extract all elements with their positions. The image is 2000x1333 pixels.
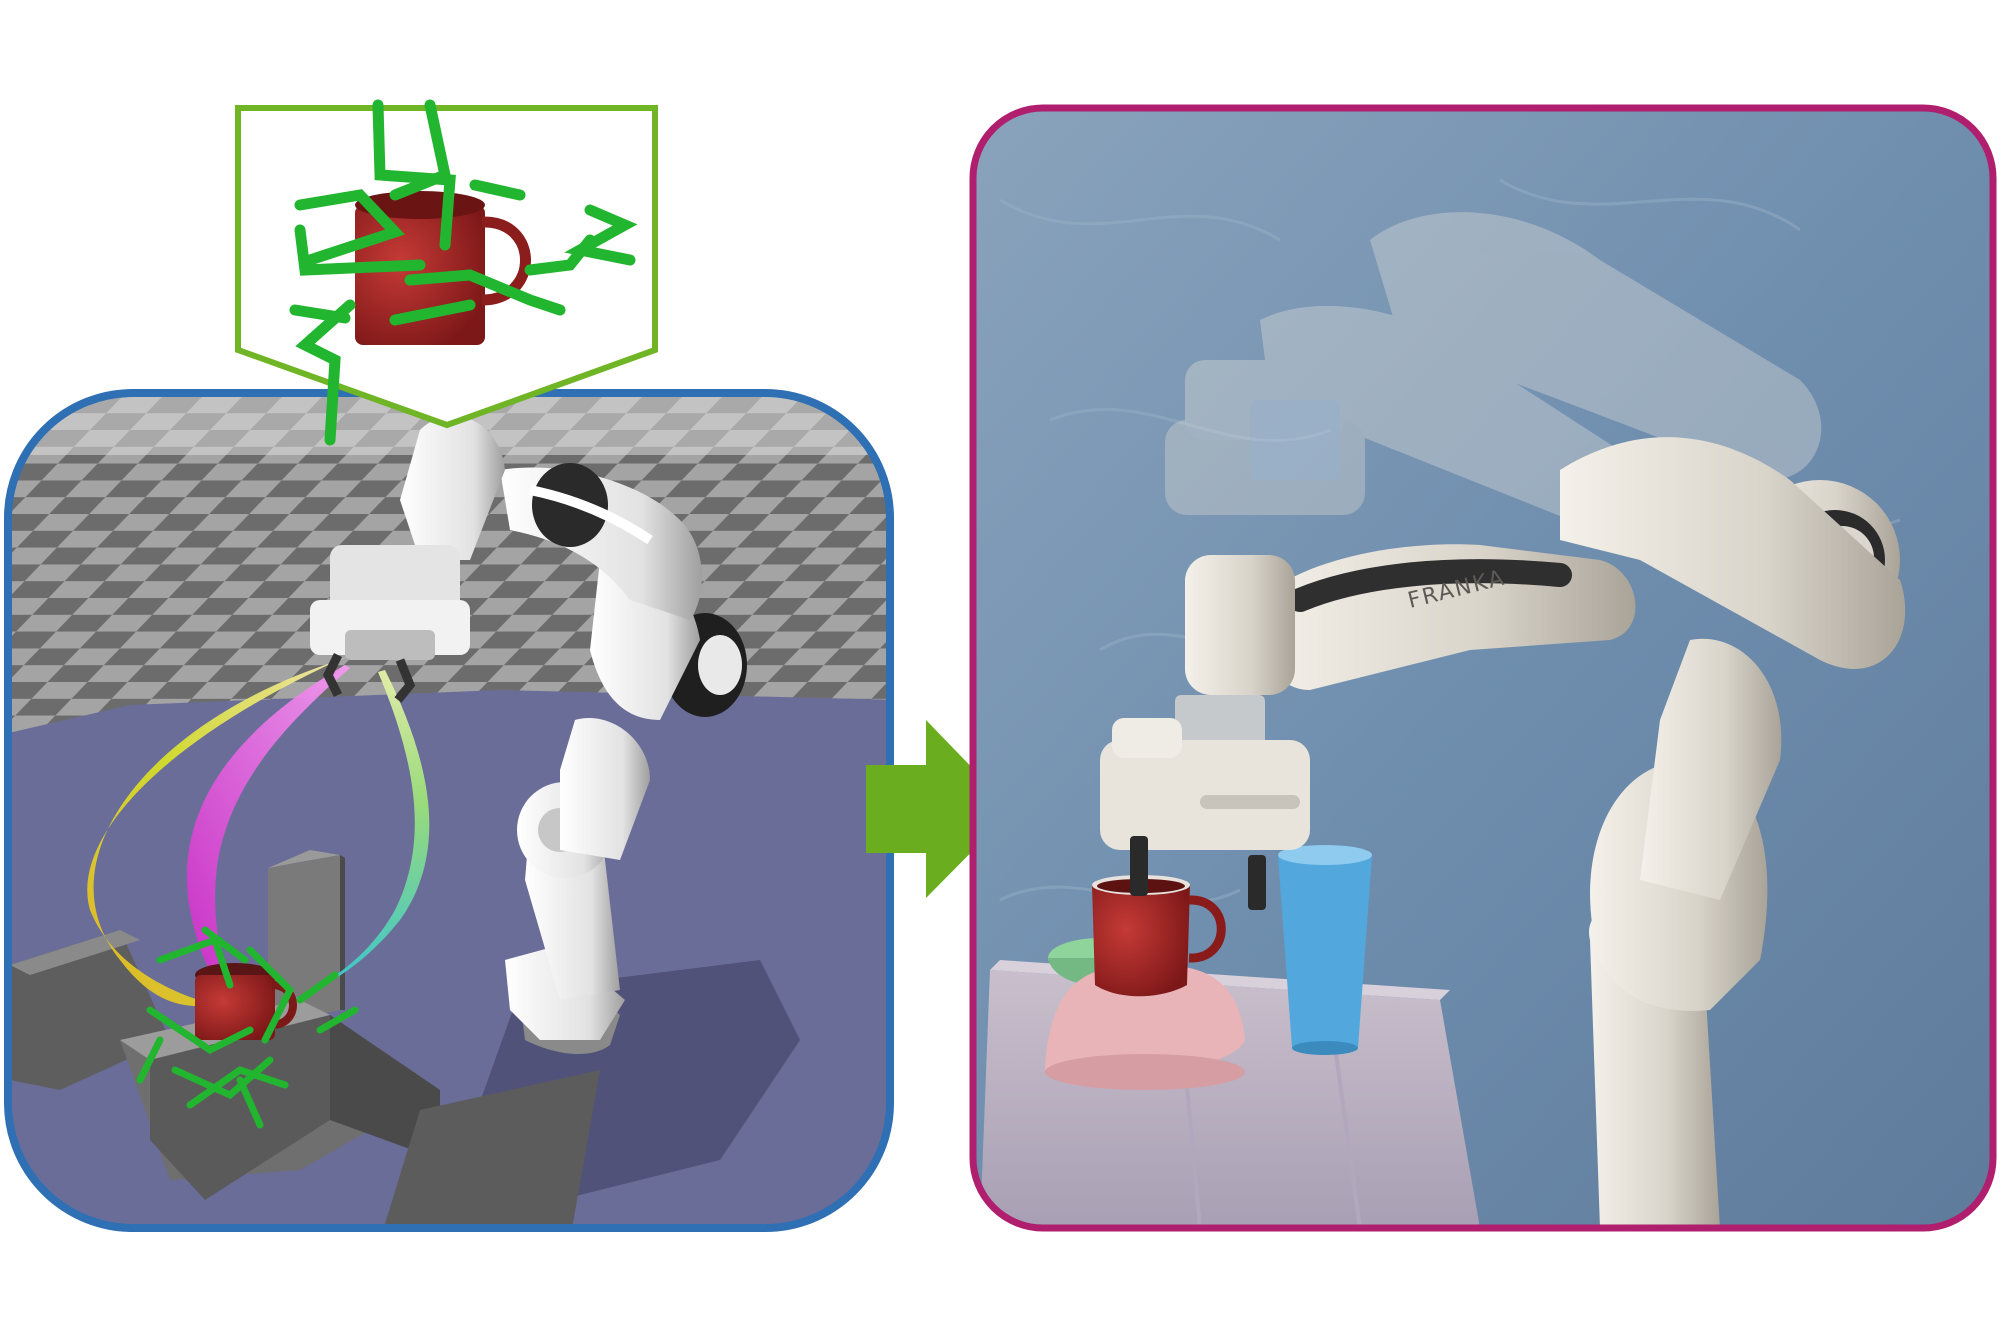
sim-mug xyxy=(195,963,297,1040)
trajectory-cyan xyxy=(280,670,430,1005)
real-world-panel: FRANKA xyxy=(969,104,1997,1232)
right-arrow-icon xyxy=(866,720,1013,898)
real-world-frame xyxy=(969,104,1997,1232)
sim-robot-arm xyxy=(310,415,747,1055)
sim-trajectories xyxy=(87,655,430,1007)
pink-bowl xyxy=(1045,964,1245,1090)
grasp-callout xyxy=(235,99,658,446)
real-robot-arm: FRANKA xyxy=(1100,437,1906,1228)
real-scene: FRANKA xyxy=(973,108,1993,1228)
trajectory-yellow xyxy=(87,655,350,1007)
trajectory-magenta xyxy=(186,665,350,995)
simulation-scene xyxy=(8,393,890,1228)
simulation-panel xyxy=(4,389,894,1232)
real-mug xyxy=(1092,875,1226,997)
callout-grasp-candidates xyxy=(289,99,638,446)
gripper-icon xyxy=(322,652,343,698)
sim-grasp-candidates xyxy=(136,926,359,1129)
blue-cup xyxy=(1278,845,1372,1055)
